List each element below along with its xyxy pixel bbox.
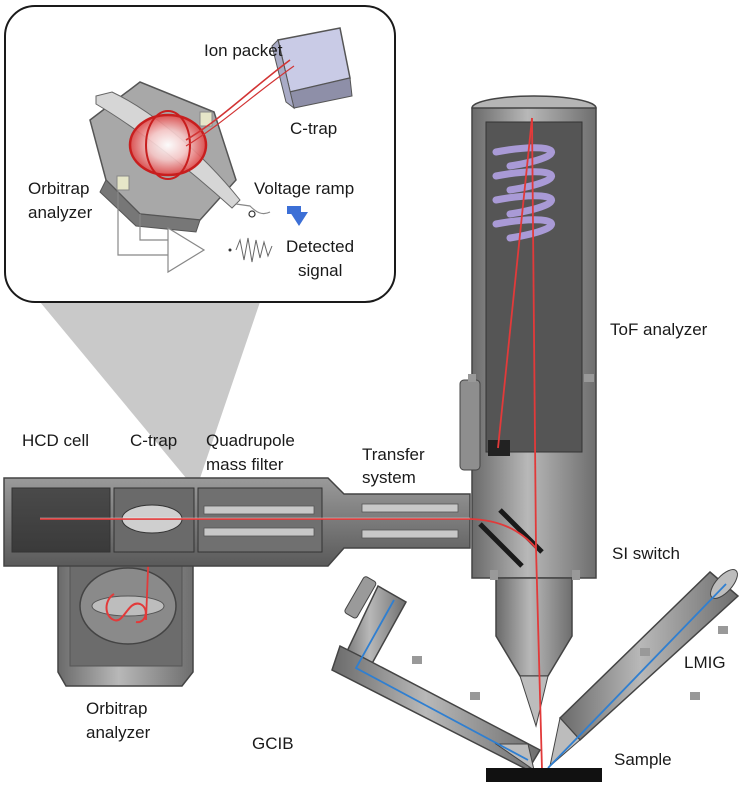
label-voltage-ramp: Voltage ramp bbox=[254, 179, 354, 198]
inset-ion-path bbox=[185, 59, 291, 141]
inset-c-trap-block bbox=[271, 27, 353, 110]
inset-ion-path-2 bbox=[185, 65, 295, 147]
inset-contact bbox=[248, 210, 256, 218]
reflectron-coils bbox=[492, 144, 556, 242]
label-transfer-1: Transfer bbox=[362, 445, 425, 464]
inset-detection-circuit bbox=[117, 190, 271, 274]
label-detected-1: Detected bbox=[286, 237, 354, 256]
label-gcib: GCIB bbox=[252, 734, 294, 753]
label-orbitrap-inset-2: analyzer bbox=[28, 203, 93, 222]
label-tof-analyzer: ToF analyzer bbox=[610, 320, 708, 339]
inset-orbitrap-body bbox=[89, 81, 241, 233]
lmig-gun bbox=[549, 569, 740, 768]
voltage-arrow-stem bbox=[287, 206, 301, 214]
orbitrap-housing bbox=[57, 539, 194, 687]
si-switch-plates bbox=[478, 508, 544, 568]
label-orbitrap-2: analyzer bbox=[86, 723, 151, 742]
signal-dot bbox=[228, 248, 232, 252]
voltage-arrow-icon bbox=[290, 212, 308, 226]
label-orbitrap-1: Orbitrap bbox=[86, 699, 147, 718]
gcib-beam bbox=[354, 599, 529, 761]
horizontal-ion-chain bbox=[3, 477, 471, 567]
label-transfer-2: system bbox=[362, 468, 416, 487]
tof-analyzer-column bbox=[459, 95, 597, 728]
label-c-trap: C-trap bbox=[130, 431, 177, 450]
label-detected-2: signal bbox=[298, 261, 342, 280]
label-quadrupole-2: mass filter bbox=[206, 455, 284, 474]
label-c-trap-inset: C-trap bbox=[290, 119, 337, 138]
label-orbitrap-inset-1: Orbitrap bbox=[28, 179, 89, 198]
label-si-switch: SI switch bbox=[612, 544, 680, 563]
lmig-beam bbox=[547, 583, 727, 769]
label-sample: Sample bbox=[614, 750, 672, 769]
sample-plate bbox=[486, 768, 602, 782]
label-ion-packet: Ion packet bbox=[204, 41, 283, 60]
detected-signal-wave bbox=[235, 237, 273, 263]
label-lmig: LMIG bbox=[684, 653, 726, 672]
label-hcd-cell: HCD cell bbox=[22, 431, 89, 450]
label-quadrupole-1: Quadrupole bbox=[206, 431, 295, 450]
inset-pointer bbox=[40, 302, 260, 490]
secondary-ion-path bbox=[40, 117, 543, 771]
